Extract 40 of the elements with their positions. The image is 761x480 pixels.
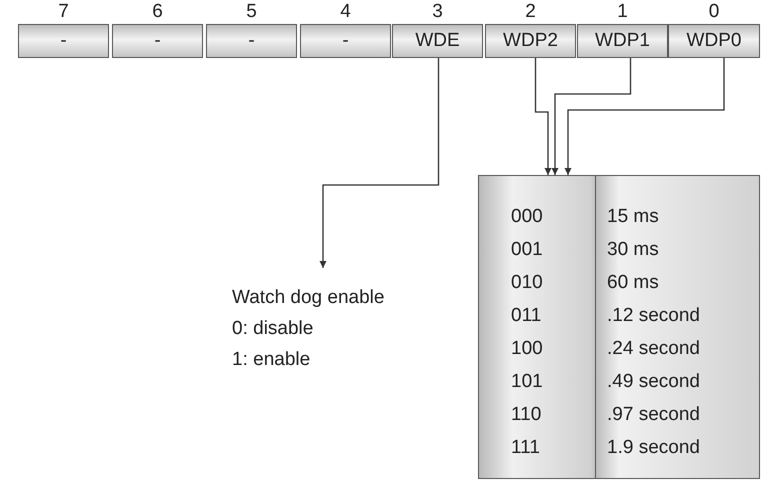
prescaler-code: 011 — [511, 305, 542, 327]
bit-number: 3 — [431, 2, 444, 22]
register-bit-field: - — [206, 24, 297, 58]
bit-number: 1 — [616, 2, 629, 22]
register-bit-field: - — [18, 24, 109, 58]
arrow — [552, 58, 632, 175]
bit-number: 2 — [524, 2, 537, 22]
prescaler-code: 000 — [511, 206, 543, 228]
timeout-period: .12 second — [607, 305, 700, 327]
timeout-period: 1.9 second — [607, 437, 700, 459]
timeout-period: 15 ms — [607, 206, 659, 228]
prescaler-code: 001 — [511, 239, 543, 261]
register-bit-field: WDE — [392, 24, 483, 58]
bit-number: 7 — [57, 2, 70, 22]
arrow — [320, 58, 440, 268]
timeout-period: .49 second — [607, 371, 700, 393]
timeout-period: 60 ms — [607, 272, 659, 294]
prescaler-code: 010 — [511, 272, 543, 294]
timeout-period: .97 second — [607, 404, 700, 426]
register-bit-field: - — [300, 24, 391, 58]
prescaler-code: 111 — [511, 437, 540, 459]
bit-number: 0 — [708, 2, 720, 22]
description-text: Watch dog enable — [232, 286, 386, 310]
register-bit-field: WDP2 — [485, 24, 576, 58]
arrow — [564, 58, 725, 175]
bit-number: 5 — [245, 2, 258, 22]
description-text: 1: enable — [232, 348, 312, 372]
bit-number: 4 — [339, 2, 352, 22]
prescaler-code: 110 — [511, 404, 542, 426]
register-bit-field: - — [112, 24, 203, 58]
arrow — [534, 58, 552, 175]
register-bit-field: WDP1 — [577, 24, 668, 58]
prescaler-code: 100 — [511, 338, 543, 360]
timeout-period: 30 ms — [607, 239, 659, 261]
prescaler-code: 101 — [511, 371, 543, 393]
register-bit-field: WDP0 — [668, 24, 760, 58]
timeout-table — [478, 175, 760, 479]
description-text: 0: disable — [232, 317, 314, 341]
bit-number: 6 — [151, 2, 164, 22]
timeout-period: .24 second — [607, 338, 700, 360]
